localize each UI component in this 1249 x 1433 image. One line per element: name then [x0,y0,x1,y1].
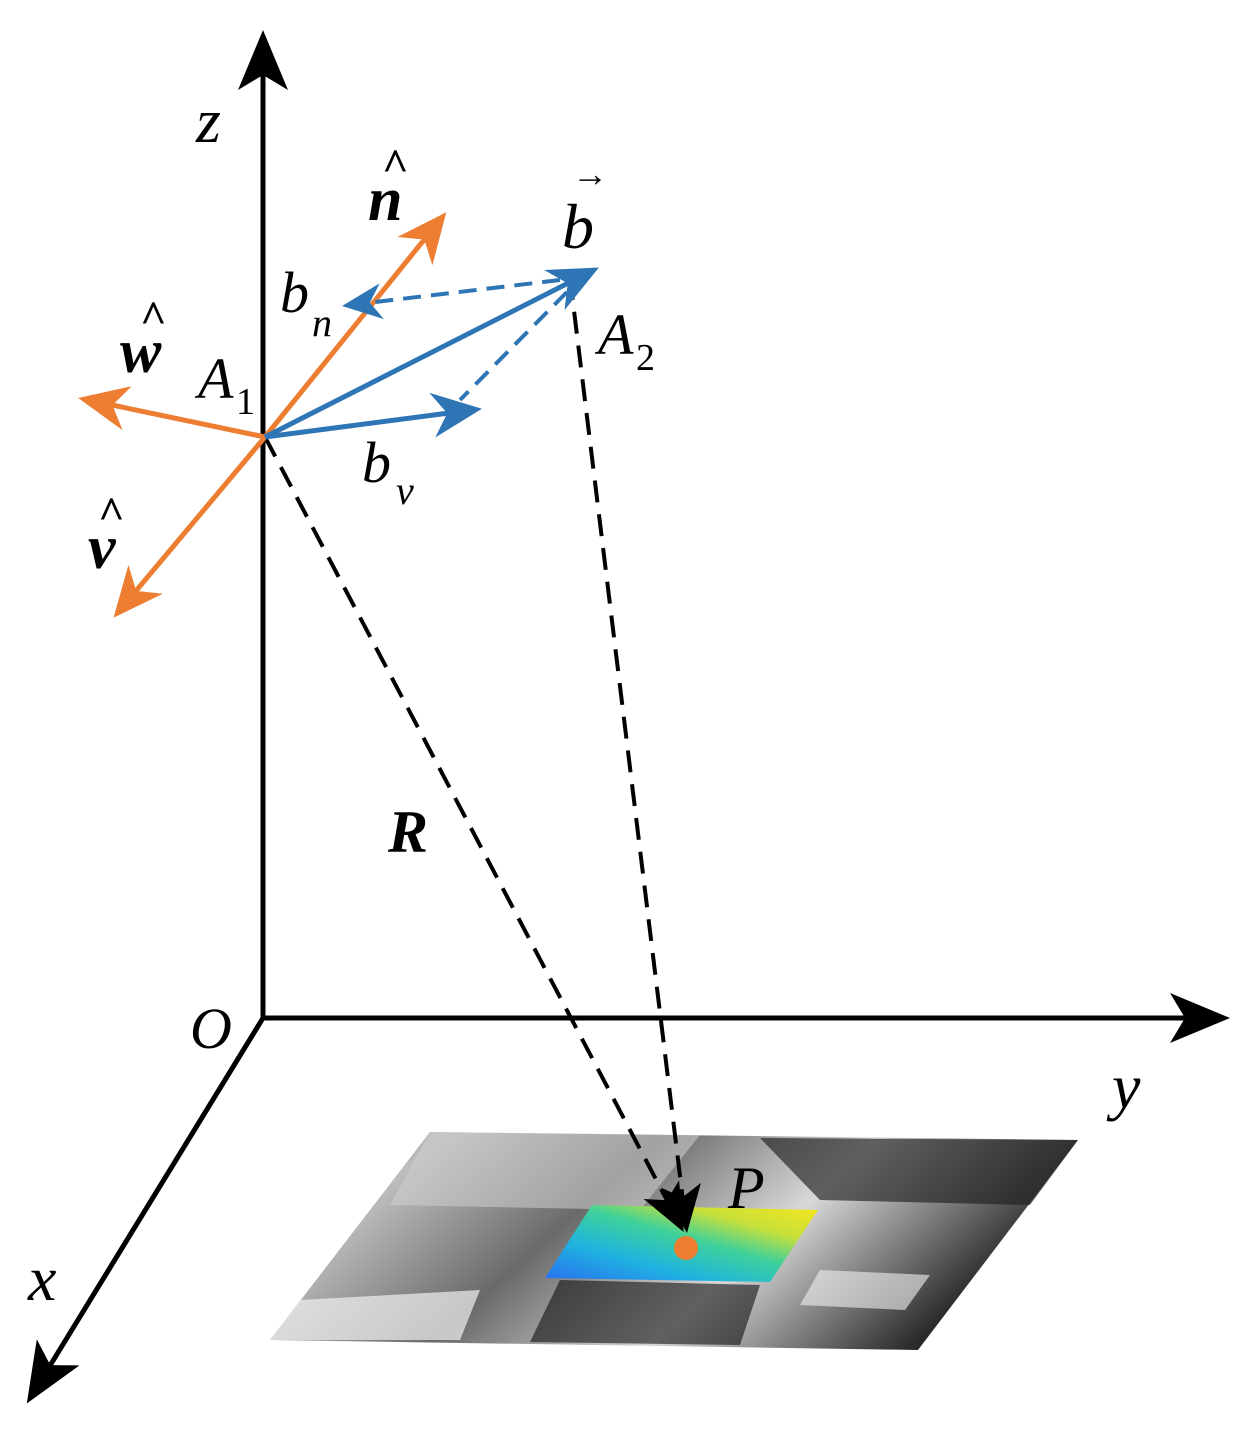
w-hat-caret-icon: ^ [140,291,167,342]
v-hat-caret-icon: ^ [98,487,125,538]
a2-label: A [594,302,634,367]
y-axis-label: y [1106,1051,1141,1122]
b-vector-arrow-icon: → [572,154,608,194]
p-point-label: P [727,1155,765,1221]
blue-baseline [263,267,599,440]
a2-subscript: 2 [636,337,655,379]
w-hat-arrow [78,386,266,440]
range-lines [263,277,701,1233]
b-v-subscript: v [396,468,414,513]
b-n-dashed-arrow [342,278,561,320]
a1-label: A [194,346,234,411]
diagram-labels: z y x O n ^ w ^ v ^ b → b n b v A 1 A 2 … [27,85,1141,1314]
b-vector-arrow [263,267,599,440]
b-n-subscript: n [312,300,332,345]
b-v-arrow [264,392,482,440]
point-p-marker [674,1236,698,1260]
v-hat-arrow [113,435,267,618]
a1-subscript: 1 [236,381,255,423]
b-v-label: b [362,430,391,495]
r-vector-line [263,436,684,1233]
w-hat-label: w [120,318,162,386]
orange-basis [78,212,447,618]
z-axis-label: z [195,85,221,156]
x-axis-label: x [27,1243,56,1314]
a2-to-p-line [568,277,701,1233]
x-axis [26,1016,266,1404]
coordinate-axes [26,30,1230,1404]
v-hat-label: v [88,514,117,582]
origin-label: O [190,996,232,1061]
n-hat-label: n [368,166,402,234]
b-vector-label: b [562,191,594,262]
terrain-patch [270,1132,1078,1350]
n-hat-arrow [263,212,447,439]
b-n-label: b [280,260,309,325]
b-v-dashed-line [458,290,569,402]
r-vector-label: R [387,799,428,865]
n-hat-caret-icon: ^ [382,139,409,190]
